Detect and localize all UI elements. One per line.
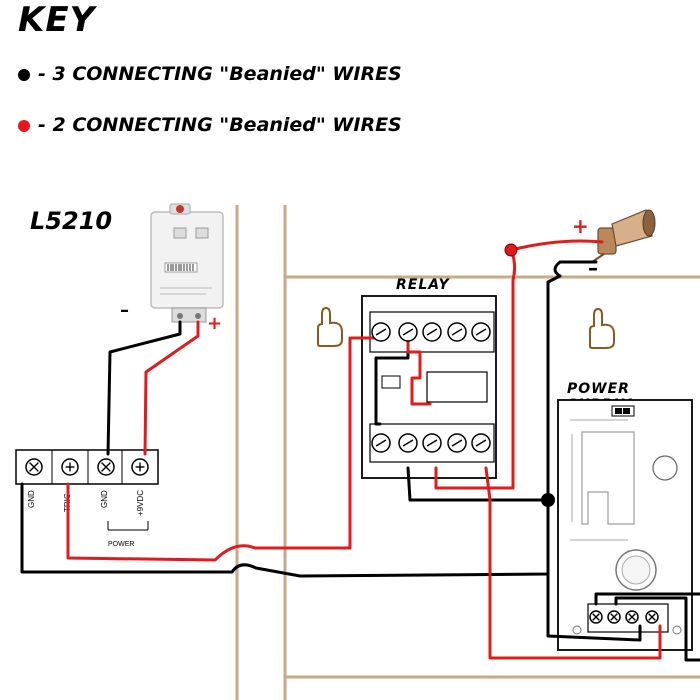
relay-bottom-screw-1-icon	[371, 433, 391, 453]
transformer-minus-mark: –	[120, 300, 129, 321]
ps-terminal-plus: +	[650, 632, 655, 639]
relay-top-label-pos: POS +	[396, 298, 417, 305]
relay-bottom-screw-3-icon	[422, 433, 442, 453]
relay-module-label: RBSNTTL	[432, 380, 474, 390]
relay-top-screw-1-icon	[371, 322, 391, 342]
key-row-red-text: - 2 CONNECTING "Beanied" WIRES	[38, 114, 402, 136]
red-wire-siren-plus-to-junction	[509, 239, 604, 252]
l5210-screw-4-icon	[131, 458, 149, 476]
hand-icon-right	[589, 307, 615, 349]
red-wire-transformer-to-9vdc	[143, 320, 200, 456]
black-wire-ac-trans-out-2	[614, 596, 700, 662]
relay-top-screw-4-icon	[447, 322, 467, 342]
ps-terminal-screw-2-icon	[607, 610, 621, 624]
key-title: KEY	[18, 0, 96, 40]
relay-bottom-label-trg: TRG +	[372, 465, 393, 472]
ps-switch-mid-label: 12	[634, 409, 639, 414]
key-row-red: - 2 CONNECTING "Beanied" WIRES	[18, 114, 402, 136]
relay-top-label-trg: TRG +	[372, 298, 393, 305]
relay-board	[361, 295, 497, 479]
ac-trans-label: AC TRANS	[672, 572, 687, 653]
terminal-label-gnd-2: GND	[100, 490, 109, 508]
relay-top-label-c: C	[429, 298, 435, 305]
wall-studs	[235, 205, 700, 700]
black-dot-icon	[18, 68, 30, 81]
black-junction-dot-icon	[541, 493, 555, 507]
siren-icon	[591, 209, 656, 263]
relay-top-screw-3-icon	[422, 322, 442, 342]
key-row-black-text: - 3 CONNECTING "Beanied" WIRES	[38, 63, 402, 85]
black-wire-relay-pos-to-neg	[374, 328, 410, 426]
red-wire-relay-pos-to-siren	[406, 328, 432, 406]
l5210-screw-1-icon	[25, 458, 43, 476]
red-junction-dot-icon	[504, 243, 518, 257]
relay-bottom-label-no: NO	[477, 465, 488, 472]
black-wire-relay-neg-to-ps	[406, 466, 550, 502]
l5210-screw-3-icon	[97, 458, 115, 476]
red-dot-icon	[18, 119, 30, 132]
relay-bottom-label-c: C	[429, 465, 435, 472]
l5210-screw-2-icon	[61, 458, 79, 476]
red-wire-relay-no-to-ps-plus	[484, 466, 662, 660]
ps-terminal-ac-2: AC	[610, 632, 621, 639]
siren-plus-mark: +	[572, 214, 589, 238]
relay-bottom-label-nc: NC	[452, 465, 463, 472]
terminal-label-trig: TRIG	[63, 492, 72, 512]
terminal-label-gnd-1: GND	[27, 490, 36, 508]
relay-bottom-screw-2-icon	[398, 433, 418, 453]
relay-top-label-no: NO	[477, 298, 488, 305]
siren-minus-mark: –	[588, 256, 598, 280]
transformer-plus-mark: +	[207, 313, 223, 334]
l5210-label: L5210	[30, 207, 113, 235]
hand-icon-left	[317, 306, 343, 347]
black-wire-transformer-to-gnd	[106, 320, 182, 456]
ps-terminal-sub-transformer: TRANSFORMER	[589, 640, 620, 645]
relay-bottom-label-neg: NEG -	[397, 465, 417, 472]
relay-top-screw-5-icon	[471, 322, 491, 342]
ps-terminal-screw-1-icon	[589, 610, 603, 624]
terminal-label-9vdc: +9VDC	[136, 489, 145, 516]
ps-terminal-sub-dc-output: DC OUTPUT	[630, 640, 654, 645]
ps-terminal-minus: –	[632, 632, 636, 639]
black-wire-ps-minus	[546, 498, 642, 642]
power-label: POWER	[108, 541, 135, 548]
transformer-icon	[150, 203, 224, 323]
ps-switch-left-label: 6V	[597, 409, 604, 415]
relay-top-screw-2-icon	[398, 322, 418, 342]
ps-ptc-label: PTC	[641, 453, 647, 462]
relay-bottom-screw-5-icon	[471, 433, 491, 453]
relay-title: RELAY	[396, 277, 450, 293]
ps-terminal-screw-3-icon	[625, 610, 639, 624]
ps-terminal-screw-4-icon	[645, 610, 659, 624]
key-row-black: - 3 CONNECTING "Beanied" WIRES	[18, 63, 402, 85]
relay-bottom-screw-4-icon	[447, 433, 467, 453]
relay-top-label-nc: NC	[452, 298, 463, 305]
ps-terminal-ac-1: AC	[593, 632, 604, 639]
red-wire-trig-to-relay-trg	[66, 336, 384, 562]
transformer-brand: Honeywell	[157, 280, 182, 286]
ps-switch-right-label: 6V	[646, 409, 653, 415]
